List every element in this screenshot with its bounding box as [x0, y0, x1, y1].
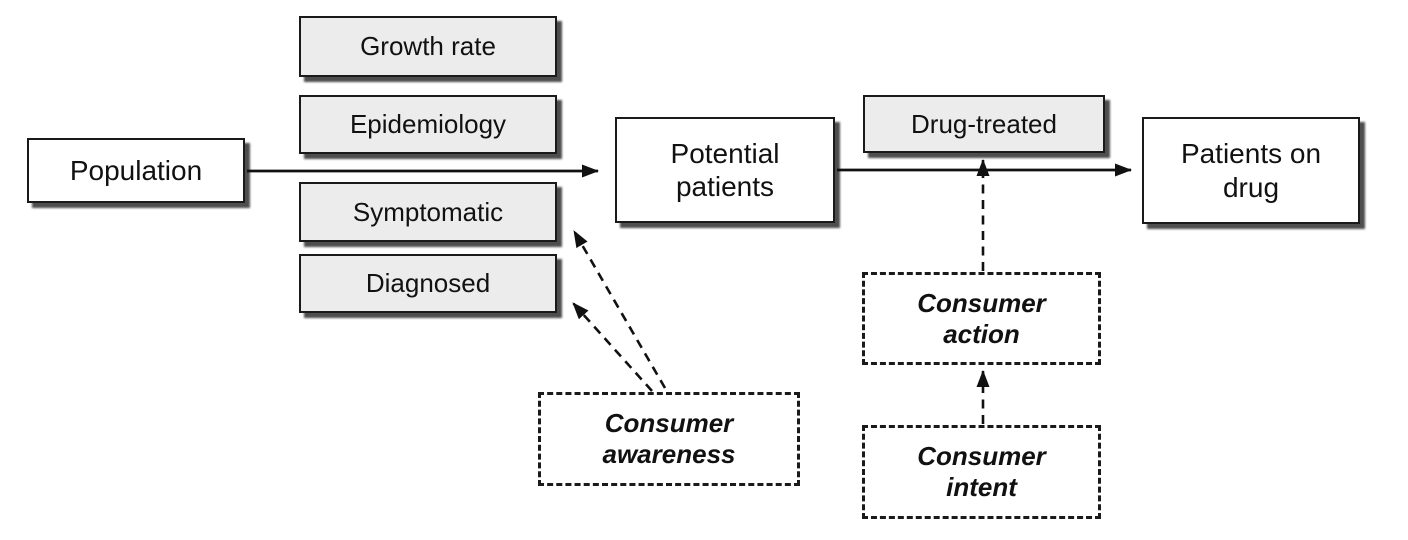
node-drug-treated: Drug-treated [863, 95, 1105, 153]
node-label: Consumer awareness [602, 408, 736, 469]
node-label: Patients on drug [1180, 138, 1322, 203]
node-patients-on-drug: Patients on drug [1142, 117, 1360, 224]
node-label: Consumer action [917, 287, 1046, 349]
node-consumer-awareness: Consumer awareness [538, 392, 800, 486]
node-epidemiology: Epidemiology [299, 95, 557, 154]
node-diagnosed: Diagnosed [299, 254, 557, 313]
node-potential-patients: Potential patients [615, 117, 835, 223]
node-label: Population [69, 154, 203, 186]
node-label: Drug-treated [911, 108, 1057, 139]
node-consumer-action: Consumer action [862, 272, 1101, 365]
node-label: Diagnosed [365, 268, 491, 299]
node-label: Consumer intent [917, 441, 1046, 502]
node-label: Epidemiology [349, 109, 507, 140]
node-label: Symptomatic [352, 196, 504, 227]
node-symptomatic: Symptomatic [299, 182, 557, 242]
arrow-awareness-to-diagnosed [572, 302, 653, 392]
arrow-awareness-to-symptomatic [572, 230, 667, 389]
node-label: Growth rate [360, 31, 496, 62]
node-growth-rate: Growth rate [299, 16, 557, 77]
node-consumer-intent: Consumer intent [862, 425, 1101, 519]
node-label: Potential patients [670, 137, 780, 202]
node-population: Population [27, 138, 245, 203]
